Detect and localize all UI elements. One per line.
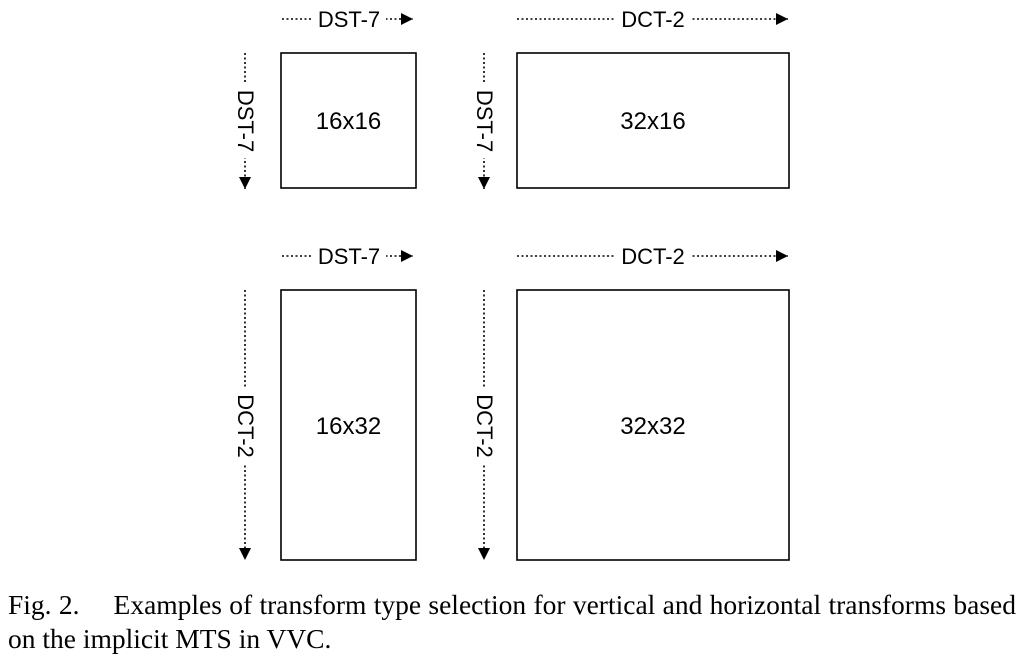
horizontal-transform-label: DST-7: [318, 244, 380, 269]
block-16x32: DST-7 DCT-2 16x32: [233, 244, 417, 561]
block-size-label: 32x16: [620, 108, 685, 135]
vertical-transform-label: DCT-2: [472, 394, 497, 458]
block-rect: [280, 289, 417, 561]
block-size-label: 16x16: [316, 108, 381, 135]
block-16x16: DST-7 DST-7 16x16: [233, 7, 417, 189]
figure-caption: Fig. 2.Examples of transform type select…: [8, 588, 1016, 656]
block-32x32: DCT-2 DCT-2 32x32: [472, 244, 790, 561]
transform-diagram: DST-7 DST-7 16x16 DCT-2 DST-7 32x16 DST-…: [233, 7, 790, 561]
vertical-transform-label: DST-7: [472, 90, 497, 152]
vertical-transform-label: DCT-2: [233, 394, 258, 458]
block-rect: [280, 52, 417, 189]
caption-text: Examples of transform type selection for…: [8, 589, 1016, 654]
horizontal-transform-label: DST-7: [318, 7, 380, 32]
block-rect: [516, 52, 790, 189]
vertical-transform-label: DST-7: [233, 90, 258, 152]
horizontal-transform-label: DCT-2: [621, 7, 685, 32]
block-size-label: 32x32: [620, 413, 685, 440]
block-size-label: 16x32: [316, 413, 381, 440]
block-rect: [516, 289, 790, 561]
figure-number: Fig. 2.: [8, 589, 80, 620]
block-32x16: DCT-2 DST-7 32x16: [472, 7, 790, 189]
horizontal-transform-label: DCT-2: [621, 244, 685, 269]
